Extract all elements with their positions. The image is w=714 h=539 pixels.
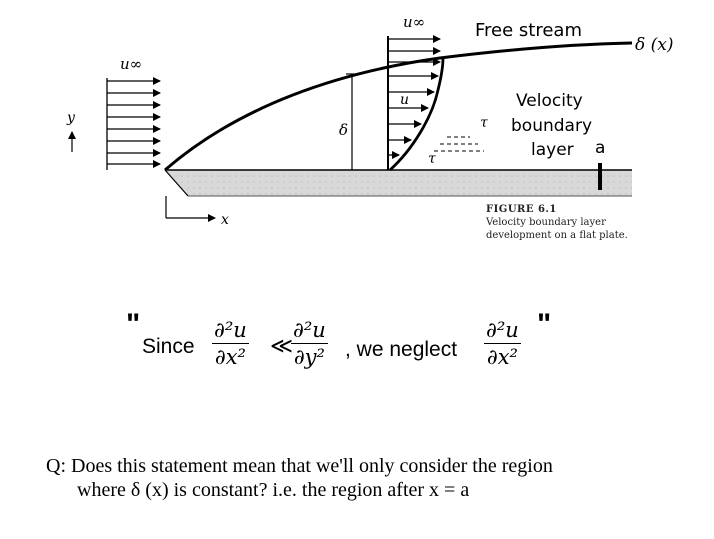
open-quote: " bbox=[126, 308, 141, 341]
much-less-than-symbol: ≪ bbox=[270, 334, 294, 359]
vbl-label-line3: layer bbox=[531, 140, 574, 160]
u-label: u bbox=[400, 92, 409, 108]
question-line1: Q: Does this statement mean that we'll o… bbox=[46, 455, 553, 477]
fraction-rhs-bar bbox=[291, 343, 328, 344]
velocity-profile-curve bbox=[389, 57, 445, 172]
shear-stress-lines bbox=[434, 136, 484, 152]
tau-label-lower: τ bbox=[428, 151, 436, 167]
coordinate-axes bbox=[68, 131, 216, 222]
we-neglect-text: , we neglect bbox=[345, 338, 458, 361]
caption-line2: development on a flat plate. bbox=[486, 230, 628, 241]
fraction-neglected-numerator: ∂²u bbox=[486, 318, 519, 342]
vbl-label-line1: Velocity bbox=[516, 91, 583, 111]
u-infinity-label-top: u∞ bbox=[403, 13, 425, 31]
fraction-lhs-denominator: ∂x² bbox=[214, 345, 246, 369]
fraction-lhs-numerator: ∂²u bbox=[214, 318, 247, 342]
uniform-inflow-arrows bbox=[106, 77, 161, 170]
fraction-rhs: ∂²u ∂y² bbox=[291, 318, 328, 369]
x-axis-label: x bbox=[221, 212, 229, 228]
since-text: Since bbox=[142, 335, 195, 358]
fraction-neglected: ∂²u ∂x² bbox=[484, 318, 521, 369]
fraction-neglected-bar bbox=[484, 343, 521, 344]
caption-line1: Velocity boundary layer bbox=[486, 217, 606, 228]
velocity-profile bbox=[387, 35, 441, 170]
flat-plate bbox=[164, 169, 632, 197]
boundary-layer-edge-curve bbox=[164, 41, 633, 172]
question-text: Q: Does this statement mean that we'll o… bbox=[46, 454, 553, 502]
delta-dimension bbox=[346, 73, 358, 170]
question-line2: where δ (x) is constant? i.e. the region… bbox=[77, 479, 470, 501]
boundary-layer-diagram: u∞ y x u∞ u δ τ τ Free stream δ (x) bbox=[66, 13, 674, 228]
vbl-label-line2: boundary bbox=[511, 116, 592, 136]
fraction-rhs-numerator: ∂²u bbox=[293, 318, 326, 342]
a-label: a bbox=[595, 138, 605, 158]
y-axis-label: y bbox=[66, 110, 76, 126]
delta-x-label: δ (x) bbox=[635, 35, 674, 55]
u-infinity-label-left: u∞ bbox=[120, 55, 142, 73]
delta-label: δ bbox=[339, 121, 348, 139]
caption-title: FIGURE 6.1 bbox=[486, 204, 557, 215]
fraction-rhs-denominator: ∂y² bbox=[293, 345, 325, 369]
close-quote: " bbox=[537, 308, 552, 341]
figure-caption: FIGURE 6.1 Velocity boundary layer devel… bbox=[486, 203, 628, 242]
free-stream-label: Free stream bbox=[475, 20, 582, 41]
fraction-neglected-denominator: ∂x² bbox=[486, 345, 518, 369]
fraction-lhs: ∂²u ∂x² bbox=[212, 318, 249, 369]
fraction-lhs-bar bbox=[212, 343, 249, 344]
tau-label-right: τ bbox=[480, 115, 488, 131]
